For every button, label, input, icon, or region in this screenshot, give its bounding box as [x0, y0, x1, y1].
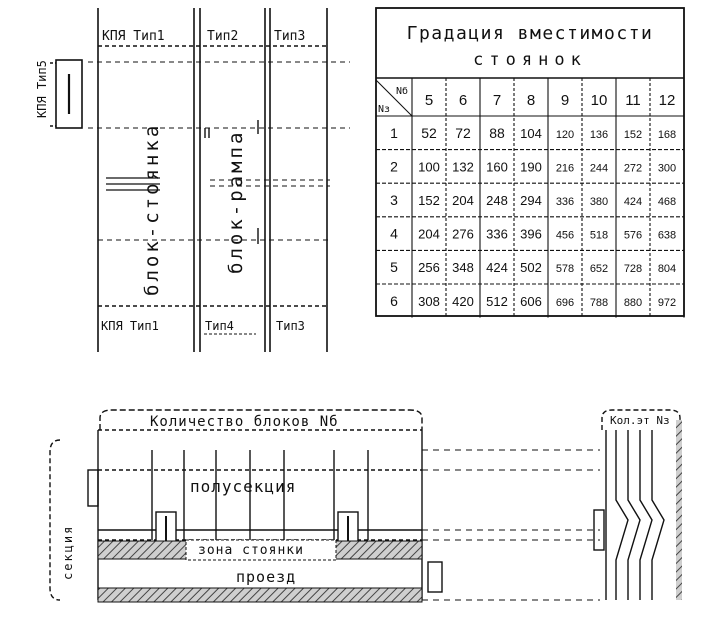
blocks-count-label: Количество блоков Nб	[150, 414, 339, 430]
table-cell: 294	[520, 193, 542, 208]
table-cell: 638	[658, 230, 676, 242]
table-cell: 336	[556, 196, 574, 208]
table-row-header: 2	[390, 158, 398, 174]
table-cell: 652	[590, 263, 608, 275]
table-col-header: 10	[591, 92, 608, 109]
table-cell: 336	[486, 227, 508, 242]
floor-plan	[49, 409, 681, 601]
table-cell: 168	[658, 129, 676, 141]
table-cell: 424	[486, 260, 508, 275]
table-cell: 104	[520, 126, 542, 141]
table-cell: 576	[624, 230, 642, 242]
table-cell: 518	[590, 230, 608, 242]
table-cell: 788	[590, 297, 608, 309]
table-cell: 216	[556, 162, 574, 174]
table-col-header: 8	[527, 92, 535, 109]
table-row-header: 3	[390, 192, 398, 208]
top-label-tip3: Тип3	[274, 29, 305, 44]
table-cell: 88	[489, 125, 505, 141]
table-cell: 456	[556, 230, 574, 242]
table-title-line2: стоянок	[473, 50, 587, 70]
table-cell: 396	[520, 227, 542, 242]
table-cell: 160	[486, 159, 508, 174]
table-title-line1: Градация вместимости	[407, 23, 654, 44]
table-cell: 152	[418, 193, 440, 208]
table-cell: 308	[418, 294, 440, 309]
table-cell: 606	[520, 294, 542, 309]
table-cell: 100	[418, 159, 440, 174]
top-label-tip2: Тип2	[207, 29, 238, 44]
table-corner-nb: Nб	[396, 85, 408, 97]
table-cell: 512	[486, 294, 508, 309]
floors-count-label: Кол.эт Nз	[610, 414, 670, 427]
table-col-header: 6	[459, 92, 467, 109]
table-cell: 728	[624, 263, 642, 275]
block-rampa-label: блок-рампа	[225, 130, 247, 274]
table-cell: 256	[418, 260, 440, 275]
table-col-header: 9	[561, 92, 569, 109]
table-cell: 52	[421, 125, 437, 141]
table-cell: 972	[658, 297, 676, 309]
table-row-header: 1	[390, 125, 398, 141]
table-cell: 276	[452, 227, 474, 242]
bottom-label-tip3: Тип3	[276, 319, 305, 333]
table-row-header: 6	[390, 293, 398, 309]
table-cell: 348	[452, 260, 474, 275]
table-cell: 578	[556, 263, 574, 275]
table-cell: 380	[590, 196, 608, 208]
table-cell: 120	[556, 129, 574, 141]
section-label: секция	[61, 525, 75, 580]
table-cell: 424	[624, 196, 642, 208]
table-col-header: 12	[659, 92, 676, 109]
capacity-table: Градация вместимости стоянок Nб Nз 5 6 7 8 9…	[375, 7, 685, 318]
table-cell: 72	[455, 125, 471, 141]
bottom-label-tip4: Тип4	[205, 319, 234, 333]
table-col-header: 11	[625, 92, 641, 109]
table-cell: 136	[590, 129, 608, 141]
table-cell: 248	[486, 193, 508, 208]
parking-zone-label: зона стоянки	[198, 543, 304, 558]
table-col-header: 7	[493, 92, 501, 109]
half-section-label: полусекция	[190, 477, 296, 496]
table-cell: 300	[658, 162, 676, 174]
block-layout: КПЯ Тип5	[35, 8, 350, 352]
table-cell: 468	[658, 196, 676, 208]
table-cell: 804	[658, 263, 676, 275]
table-cell: 190	[520, 159, 542, 174]
table-corner-nz: Nз	[378, 104, 390, 115]
table-cell: 204	[418, 227, 440, 242]
bottom-label-kpya-tip1: КПЯ Тип1	[101, 319, 159, 333]
table-cell: 152	[624, 129, 642, 141]
table-cell: 132	[452, 159, 474, 174]
table-col-header: 5	[425, 92, 433, 109]
table-cell: 272	[624, 162, 642, 174]
table-row-header: 5	[390, 259, 398, 275]
table-cell: 696	[556, 297, 574, 309]
kpya-tip5-label: КПЯ Тип5	[35, 60, 49, 118]
block-stoyanka-label: блок-стоянка	[141, 123, 163, 296]
table-cell: 244	[590, 162, 608, 174]
driveway-label: проезд	[236, 568, 296, 586]
table-cell: 502	[520, 260, 542, 275]
table-cell: 204	[452, 193, 474, 208]
table-row-header: 4	[390, 226, 398, 242]
kpya-tip5-box	[55, 59, 83, 129]
table-cell: 420	[452, 294, 474, 309]
table-cell: 880	[624, 297, 642, 309]
top-label-kpya-tip1: КПЯ Тип1	[102, 29, 165, 44]
